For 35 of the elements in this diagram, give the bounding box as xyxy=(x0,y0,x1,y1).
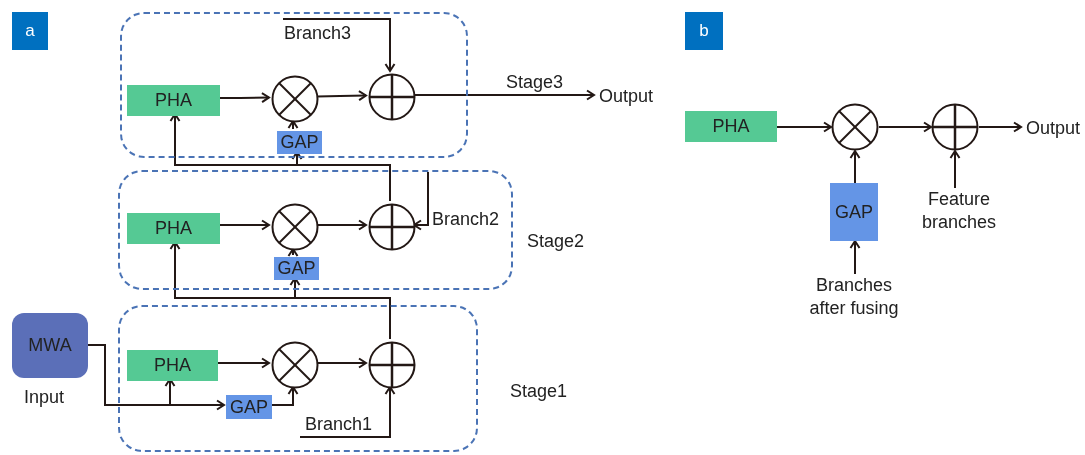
arrow xyxy=(849,240,861,275)
text-label: Output xyxy=(594,84,658,108)
arrow xyxy=(849,150,861,184)
add-operator xyxy=(368,341,416,389)
arrow xyxy=(949,150,961,189)
text-label: Feature branches xyxy=(914,188,1004,234)
arrow xyxy=(299,386,396,438)
arrow xyxy=(287,120,299,130)
process-block: PHA xyxy=(685,111,777,142)
process-block: PHA xyxy=(127,213,220,244)
multiply-operator xyxy=(271,341,319,389)
add-operator xyxy=(368,203,416,251)
arrow xyxy=(413,171,429,231)
panel-tag: a xyxy=(12,12,48,50)
panel-tag: b xyxy=(685,12,723,50)
add-operator xyxy=(931,103,979,151)
arrow xyxy=(282,18,396,72)
pooling-block: GAP xyxy=(830,183,878,241)
multiply-operator xyxy=(271,75,319,123)
pooling-block: GAP xyxy=(274,257,319,280)
multiply-operator xyxy=(831,103,879,151)
arrow xyxy=(87,344,225,411)
pooling-block: GAP xyxy=(277,131,322,154)
multiply-operator xyxy=(271,203,319,251)
text-label: Output xyxy=(1021,116,1085,140)
process-block: PHA xyxy=(127,350,218,381)
arrow xyxy=(776,121,832,133)
process-block: PHA xyxy=(127,85,220,116)
text-label: Branches after fusing xyxy=(800,274,908,320)
input-block: MWA xyxy=(12,313,88,378)
arrow xyxy=(978,121,1022,133)
arrow xyxy=(878,121,932,133)
add-operator xyxy=(368,73,416,121)
arrow xyxy=(287,248,299,257)
pooling-block: GAP xyxy=(226,395,272,419)
